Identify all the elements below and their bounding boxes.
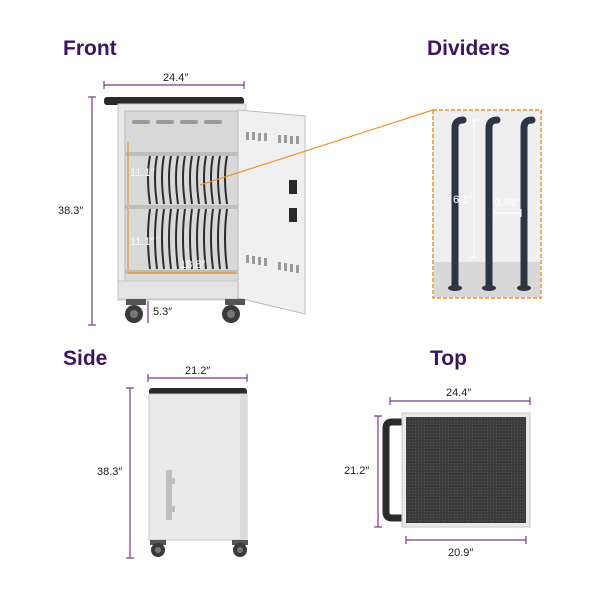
side-height-label: 38.3″ <box>97 466 123 478</box>
top-mesh-surface <box>406 417 526 523</box>
divider-feet <box>448 285 531 291</box>
side-heading: Side <box>63 347 108 370</box>
front-view <box>88 81 434 326</box>
front-handle <box>104 97 244 105</box>
side-view <box>126 374 248 559</box>
top-handle <box>382 418 404 522</box>
front-vents <box>132 120 222 124</box>
callout-leader <box>199 109 434 186</box>
side-cabinet-body <box>148 393 248 541</box>
front-dimension-lines <box>88 81 245 326</box>
front-depth-label: 18.8″ <box>180 259 206 271</box>
front-heading: Front <box>63 37 117 60</box>
front-shelf-upper-label: 11.1″ <box>130 167 155 179</box>
front-dividers-lower <box>147 208 228 270</box>
door-vents <box>246 132 299 273</box>
divider-dimension-lines <box>470 119 522 258</box>
front-caster-label: 5.3″ <box>153 306 173 318</box>
front-cabinet-interior <box>124 110 239 282</box>
side-dimension-lines <box>126 374 248 559</box>
front-shelf-lower-label: 11.1″ <box>130 236 155 248</box>
top-width-label: 24.4″ <box>446 387 472 399</box>
front-shelf-upper <box>125 152 238 156</box>
top-dimension-lines <box>374 397 531 544</box>
front-casters <box>125 299 245 323</box>
side-width-label: 21.2″ <box>185 365 211 377</box>
front-width-label: 24.4″ <box>163 72 189 84</box>
divider-height-label: 6.1″ <box>453 194 473 206</box>
top-view <box>374 397 531 544</box>
front-shelf-lower <box>125 270 238 274</box>
top-inner-width-label: 20.9″ <box>448 547 474 559</box>
front-interior-dimension-lines <box>127 142 236 274</box>
divider-rods <box>451 116 536 289</box>
front-base <box>117 280 247 300</box>
side-bracket <box>166 470 175 520</box>
divider-gap-label: 0.98″ <box>494 197 520 209</box>
top-heading: Top <box>430 347 467 370</box>
dividers-detail <box>432 109 542 299</box>
top-depth-label: 21.2″ <box>344 465 370 477</box>
front-shelf-middle <box>125 205 238 209</box>
lock-icon <box>289 180 297 222</box>
dividers-heading: Dividers <box>427 37 510 60</box>
side-casters <box>150 540 248 557</box>
front-dividers-upper <box>147 155 228 205</box>
front-height-label: 38.3″ <box>58 205 84 217</box>
